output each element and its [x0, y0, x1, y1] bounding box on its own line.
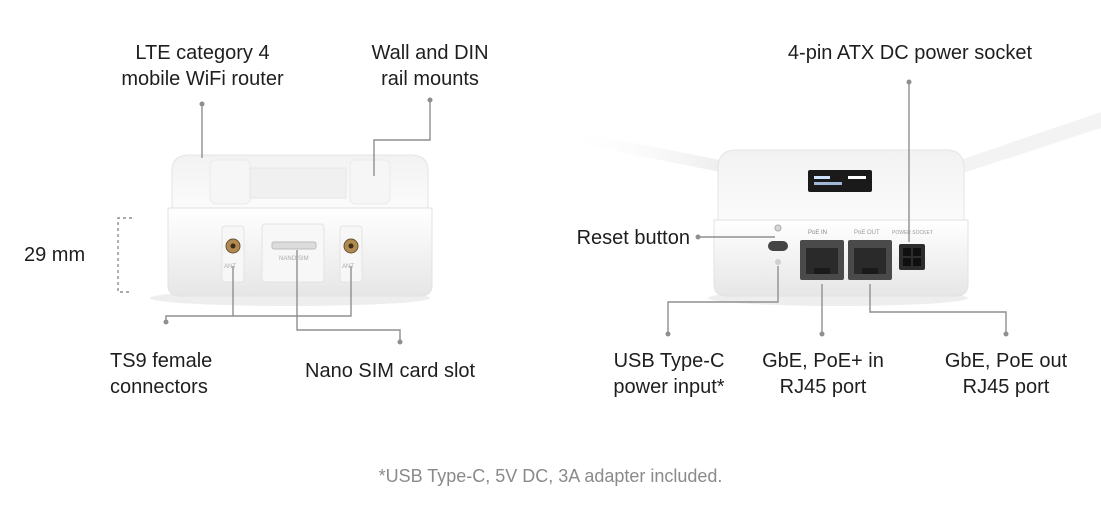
label-height: 29 mm — [24, 242, 85, 268]
label-mounts: Wall and DIN rail mounts — [346, 40, 514, 92]
device-text-power-socket: POWER SOCKET — [892, 230, 933, 236]
sim-slot — [272, 242, 316, 249]
lcd-display — [808, 170, 872, 192]
label-poe-out: GbE, PoE out RJ45 port — [928, 348, 1084, 400]
label-usbc: USB Type-C power input* — [596, 348, 742, 400]
device-text-ant1: ANT — [224, 264, 236, 270]
device-text-ant2: ANT — [342, 264, 354, 270]
device-text-sim: NANO SIM — [279, 256, 309, 262]
device-text-poe-out: PoE OUT — [854, 230, 880, 236]
usb-c-port — [768, 241, 788, 251]
label-ts9: TS9 female connectors — [110, 348, 212, 400]
label-lte-router: LTE category 4 mobile WiFi router — [100, 40, 305, 92]
footnote: *USB Type-C, 5V DC, 3A adapter included. — [0, 466, 1101, 487]
atx-power-socket — [899, 244, 925, 270]
label-nano-sim: Nano SIM card slot — [305, 358, 475, 384]
label-reset: Reset button — [540, 225, 690, 251]
label-atx-power: 4-pin ATX DC power socket — [765, 40, 1055, 66]
reset-button — [775, 225, 781, 231]
left-device — [150, 155, 432, 306]
right-device — [560, 112, 1101, 306]
device-text-poe-in: PoE IN — [808, 230, 827, 236]
label-poe-in: GbE, PoE+ in RJ45 port — [748, 348, 898, 400]
